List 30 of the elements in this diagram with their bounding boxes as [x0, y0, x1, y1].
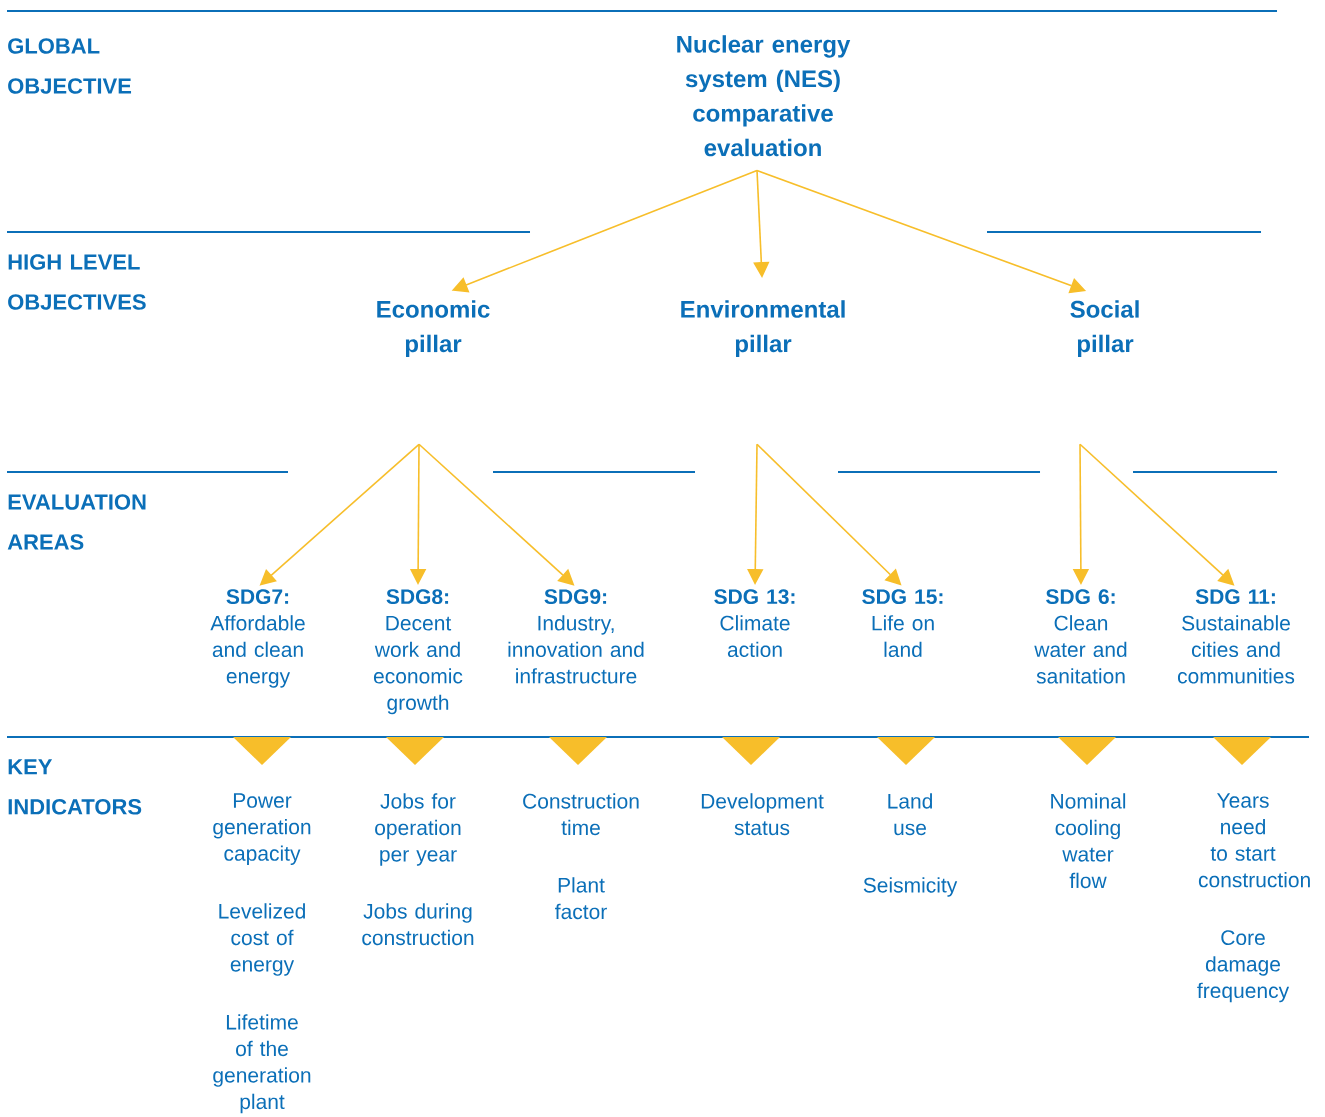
- indicator-text: Seismicity: [863, 877, 958, 897]
- indicator-text: Construction time: [523, 793, 639, 836]
- indicator-text: Plant factor: [555, 877, 607, 920]
- row-heading: HIGH LEVEL OBJECTIVES: [8, 254, 146, 310]
- row-heading: GLOBAL OBJECTIVE: [8, 38, 132, 94]
- sdg-label: SDG9: Industry, innovation and infrastructure: [508, 589, 644, 684]
- sdg-label: SDG 6: Clean water and sanitation: [1034, 589, 1127, 684]
- pillar-label: Social pillar: [1070, 300, 1139, 358]
- indicator-text: Jobs during construction: [362, 903, 474, 946]
- row-heading: EVALUATION AREAS: [7, 494, 146, 550]
- indicator-text: Development status: [701, 793, 824, 836]
- indicator-text: Years need to start construction: [1198, 793, 1310, 888]
- indicator-text: Jobs for operation per year: [375, 793, 461, 866]
- indicator-text: Lifetime of the generation plant: [213, 1014, 311, 1114]
- indicator-text: Core damage frequency: [1197, 930, 1290, 1003]
- row-heading: KEY INDICATORS: [8, 759, 142, 815]
- pillar-label: Environmental pillar: [681, 300, 845, 358]
- indicator-text: Levelized cost of energy: [219, 903, 305, 976]
- sdg-label: SDG7: Affordable and clean energy: [210, 589, 305, 688]
- sdg-label: SDG 13: Climate action: [714, 589, 795, 658]
- sdg-label: SDG 11: Sustainable cities and communities: [1177, 589, 1295, 684]
- indicator-text: Land use: [888, 793, 932, 836]
- sdg-label: SDG8: Decent work and economic growth: [373, 589, 463, 715]
- objective-label: Nuclear energy system (NES) comparative evaluation: [677, 35, 851, 157]
- indicator-text: Nominal cooling water flow: [1051, 793, 1126, 889]
- sdg-label: SDG 15: Life on land: [862, 589, 943, 658]
- pillar-label: Economic pillar: [377, 300, 490, 358]
- arrow: [753, 169, 770, 278]
- arrow: [756, 443, 902, 586]
- indicator-text: Power generation capacity: [213, 793, 311, 865]
